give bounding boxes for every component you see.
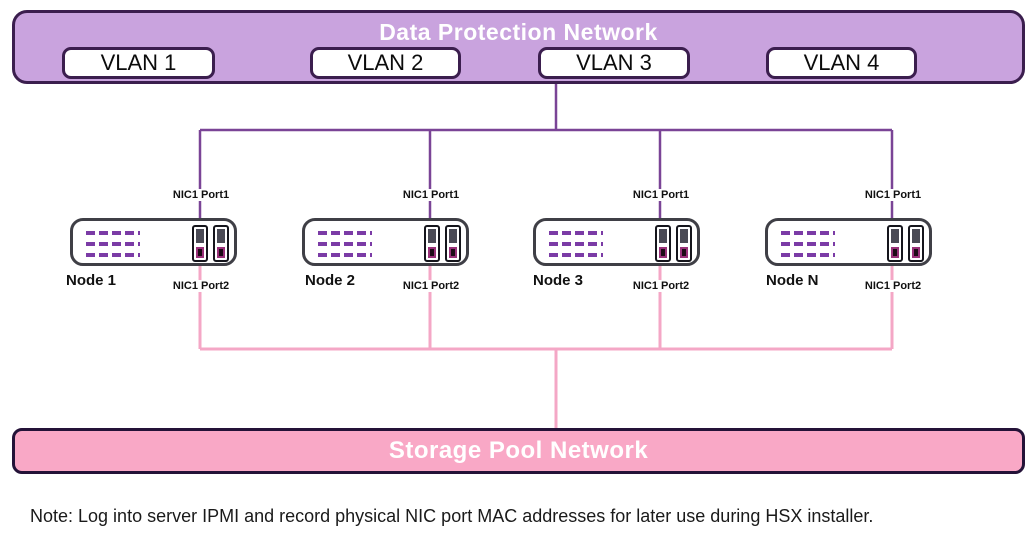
server-vents-icon <box>86 231 140 264</box>
node-1-port2-label: NIC1 Port2 <box>169 280 233 292</box>
pink-network-lines <box>198 258 894 430</box>
vlan-2-box: VLAN 2 <box>310 47 461 79</box>
node-n-server <box>765 218 932 266</box>
storage-pool-network-banner: Storage Pool Network <box>12 428 1025 474</box>
nic2-port-module <box>676 225 692 262</box>
node-n-name: Node N <box>766 272 819 289</box>
vlan-1-box: VLAN 1 <box>62 47 215 79</box>
node-3-port2-label: NIC1 Port2 <box>629 280 693 292</box>
node-n-port2-label: NIC1 Port2 <box>861 280 925 292</box>
vlan-4-box: VLAN 4 <box>766 47 917 79</box>
nic2-port-module <box>213 225 229 262</box>
node-n-port1-label: NIC1 Port1 <box>861 189 925 201</box>
nic1-port-module <box>887 225 903 262</box>
server-vents-icon <box>781 231 835 264</box>
node-2-port2-label: NIC1 Port2 <box>399 280 463 292</box>
nic1-port-module <box>192 225 208 262</box>
nic2-port-module <box>908 225 924 262</box>
vlan-4-label: VLAN 4 <box>803 50 880 75</box>
node-1-port1-label: NIC1 Port1 <box>169 189 233 201</box>
node-2-server <box>302 218 469 266</box>
nic1-port-module <box>655 225 671 262</box>
node-1-server <box>70 218 237 266</box>
node-2-name: Node 2 <box>305 272 356 289</box>
server-vents-icon <box>549 231 603 264</box>
vlan-3-box: VLAN 3 <box>538 47 690 79</box>
nic2-port-module <box>445 225 461 262</box>
vlan-1-label: VLAN 1 <box>100 50 177 75</box>
server-vents-icon <box>318 231 372 264</box>
nic1-port-module <box>424 225 440 262</box>
storage-pool-network-title: Storage Pool Network <box>388 437 649 464</box>
node-1-name: Node 1 <box>66 272 117 289</box>
node-3-server <box>533 218 700 266</box>
data-protection-network-title: Data Protection Network <box>379 19 658 45</box>
node-3-port1-label: NIC1 Port1 <box>629 189 693 201</box>
note-text: Note: Log into server IPMI and record ph… <box>30 506 874 526</box>
node-2-port1-label: NIC1 Port1 <box>399 189 463 201</box>
purple-network-lines <box>198 84 894 228</box>
vlan-3-label: VLAN 3 <box>576 50 652 75</box>
node-3-name: Node 3 <box>533 272 584 289</box>
vlan-2-label: VLAN 2 <box>347 50 424 75</box>
